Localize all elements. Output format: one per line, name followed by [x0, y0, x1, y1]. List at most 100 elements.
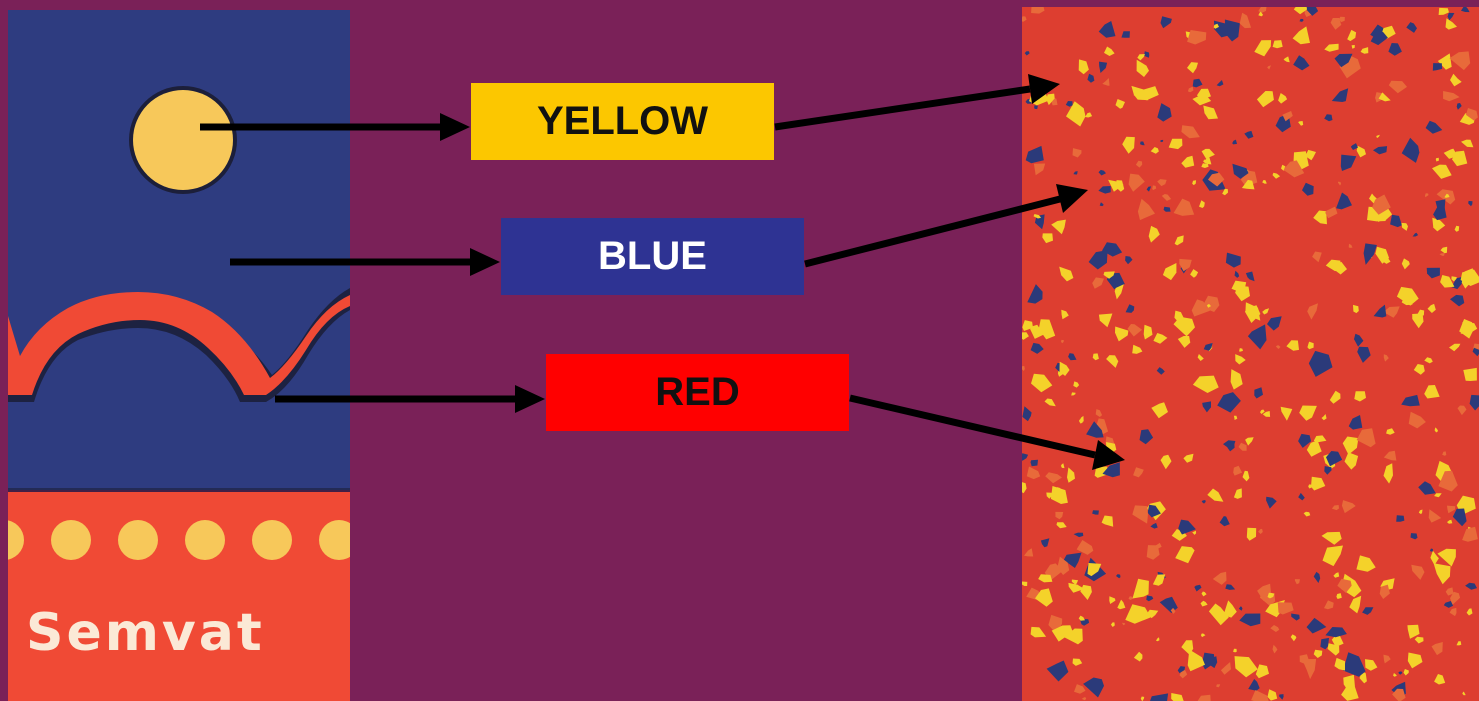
speckle — [1074, 684, 1086, 694]
speckle — [1360, 47, 1369, 54]
speckle — [1181, 640, 1194, 655]
speckle — [1451, 276, 1457, 282]
speckle — [1203, 342, 1213, 351]
speckle — [1434, 427, 1439, 433]
speckle — [1216, 684, 1221, 688]
speckle — [1356, 145, 1366, 158]
speckle — [1372, 194, 1391, 215]
speckle — [1152, 185, 1157, 190]
speckle — [1223, 600, 1237, 618]
speckle — [1344, 452, 1359, 470]
speckle — [1244, 130, 1254, 139]
speckle — [1022, 482, 1027, 494]
speckle — [1370, 29, 1388, 46]
speckle — [1267, 316, 1282, 331]
speckle — [1456, 641, 1462, 646]
speckle — [1117, 599, 1126, 610]
speckle — [1392, 688, 1406, 701]
speckle — [1231, 280, 1247, 293]
speckle — [1425, 120, 1443, 134]
speckle — [1293, 55, 1310, 71]
speckle — [1277, 602, 1294, 615]
speckle — [1272, 40, 1283, 49]
speckle — [1383, 654, 1391, 664]
speckle — [1022, 320, 1033, 331]
speckle — [1280, 406, 1293, 421]
speckle — [1115, 99, 1125, 109]
speckle — [1173, 316, 1195, 337]
speckle — [1187, 30, 1207, 45]
speckle — [1146, 545, 1160, 560]
speckle — [1405, 296, 1412, 304]
speckle — [1312, 251, 1322, 263]
speckle — [1434, 493, 1442, 498]
speckle — [1460, 324, 1472, 334]
speckle — [1260, 409, 1265, 414]
speckle — [1192, 180, 1197, 186]
speckle — [1390, 214, 1402, 228]
speckle — [1064, 628, 1083, 645]
speckle — [1262, 308, 1270, 315]
speckle — [1411, 564, 1425, 580]
speckle — [1440, 246, 1448, 254]
speckle — [1095, 409, 1103, 417]
speckle — [1035, 588, 1053, 607]
speckle — [1428, 509, 1442, 523]
speckle — [1324, 114, 1333, 122]
speckle — [1337, 578, 1352, 593]
speckle — [1222, 188, 1228, 196]
speckle — [1321, 531, 1342, 545]
speckle — [1197, 354, 1204, 361]
speckle — [1059, 266, 1074, 282]
speckle — [1340, 154, 1357, 171]
speckle — [1281, 164, 1286, 171]
speckle — [1073, 532, 1084, 538]
speckle — [1408, 411, 1426, 429]
speckle — [1034, 105, 1038, 110]
speckle — [1454, 225, 1460, 232]
speckle — [1407, 624, 1420, 639]
speckle — [1190, 269, 1199, 278]
speckle — [1160, 454, 1172, 470]
speckle — [1457, 405, 1467, 416]
speckle — [1279, 694, 1284, 700]
speckle — [1466, 608, 1473, 616]
speckle — [1168, 138, 1183, 150]
speckle — [1290, 634, 1297, 642]
speckle — [1201, 591, 1207, 597]
speckle — [1298, 492, 1305, 501]
speckle — [1154, 542, 1162, 550]
speckle — [1462, 691, 1466, 696]
speckle — [1383, 306, 1400, 318]
speckle — [1311, 476, 1326, 491]
speckle — [1065, 101, 1073, 107]
speckle — [1365, 659, 1378, 671]
speckle — [1068, 582, 1085, 593]
speckle — [1132, 578, 1149, 599]
speckle — [1460, 269, 1479, 286]
speckle — [1307, 303, 1318, 320]
speckle — [1153, 333, 1168, 344]
speckle — [1445, 587, 1454, 596]
speckle — [1357, 346, 1371, 363]
speckle — [1267, 65, 1271, 70]
speckle — [1444, 193, 1450, 198]
speckle — [1452, 508, 1467, 527]
speckle — [1144, 51, 1150, 58]
speckle — [1303, 511, 1311, 517]
speckle — [1348, 415, 1363, 430]
speckle — [1092, 277, 1104, 289]
speckle — [1331, 634, 1344, 647]
speckle — [1233, 488, 1242, 499]
speckle — [1418, 509, 1423, 515]
speckle — [1208, 172, 1225, 187]
speckle — [1386, 428, 1395, 435]
speckle — [1143, 324, 1153, 340]
speckle — [1438, 7, 1449, 15]
speckle — [1127, 324, 1143, 337]
arrow-yellow-to-floor — [774, 74, 1060, 131]
speckle — [1322, 545, 1343, 567]
speckle — [1033, 163, 1046, 176]
speckle — [1207, 488, 1224, 502]
